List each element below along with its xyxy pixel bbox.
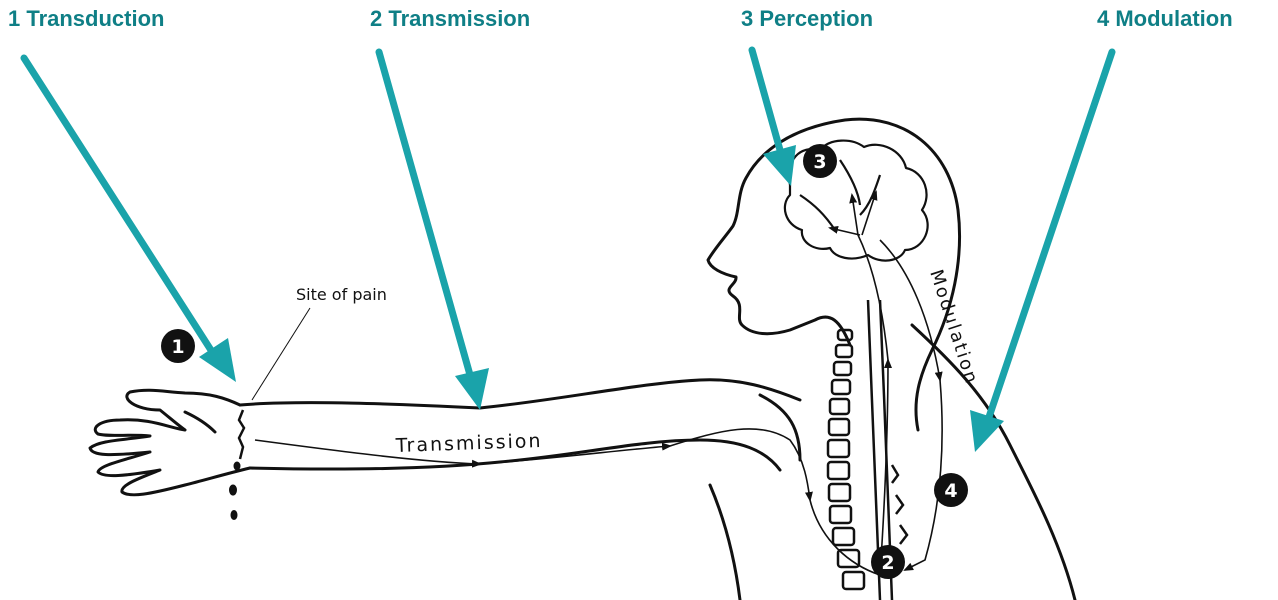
svg-text:4: 4: [944, 480, 957, 502]
marker-2: 2: [871, 545, 905, 579]
marker-1: 1: [161, 329, 195, 363]
site-of-pain-label: Site of pain: [296, 285, 387, 304]
pointer-arrow-perception: [752, 50, 796, 186]
marker-4: 4: [934, 473, 968, 507]
wound: [230, 410, 245, 520]
pointer-arrow-modulation: [970, 52, 1112, 452]
pointer-arrow-transduction: [24, 58, 236, 382]
svg-text:2: 2: [881, 552, 894, 574]
pain-pathway: [255, 192, 942, 575]
svg-text:1: 1: [171, 336, 184, 358]
pointer-arrow-transmission: [379, 52, 489, 410]
svg-text:3: 3: [813, 151, 826, 173]
marker-3: 3: [803, 144, 837, 178]
site-of-pain-leader: [252, 308, 310, 400]
transmission-label: Transmission: [394, 430, 542, 457]
